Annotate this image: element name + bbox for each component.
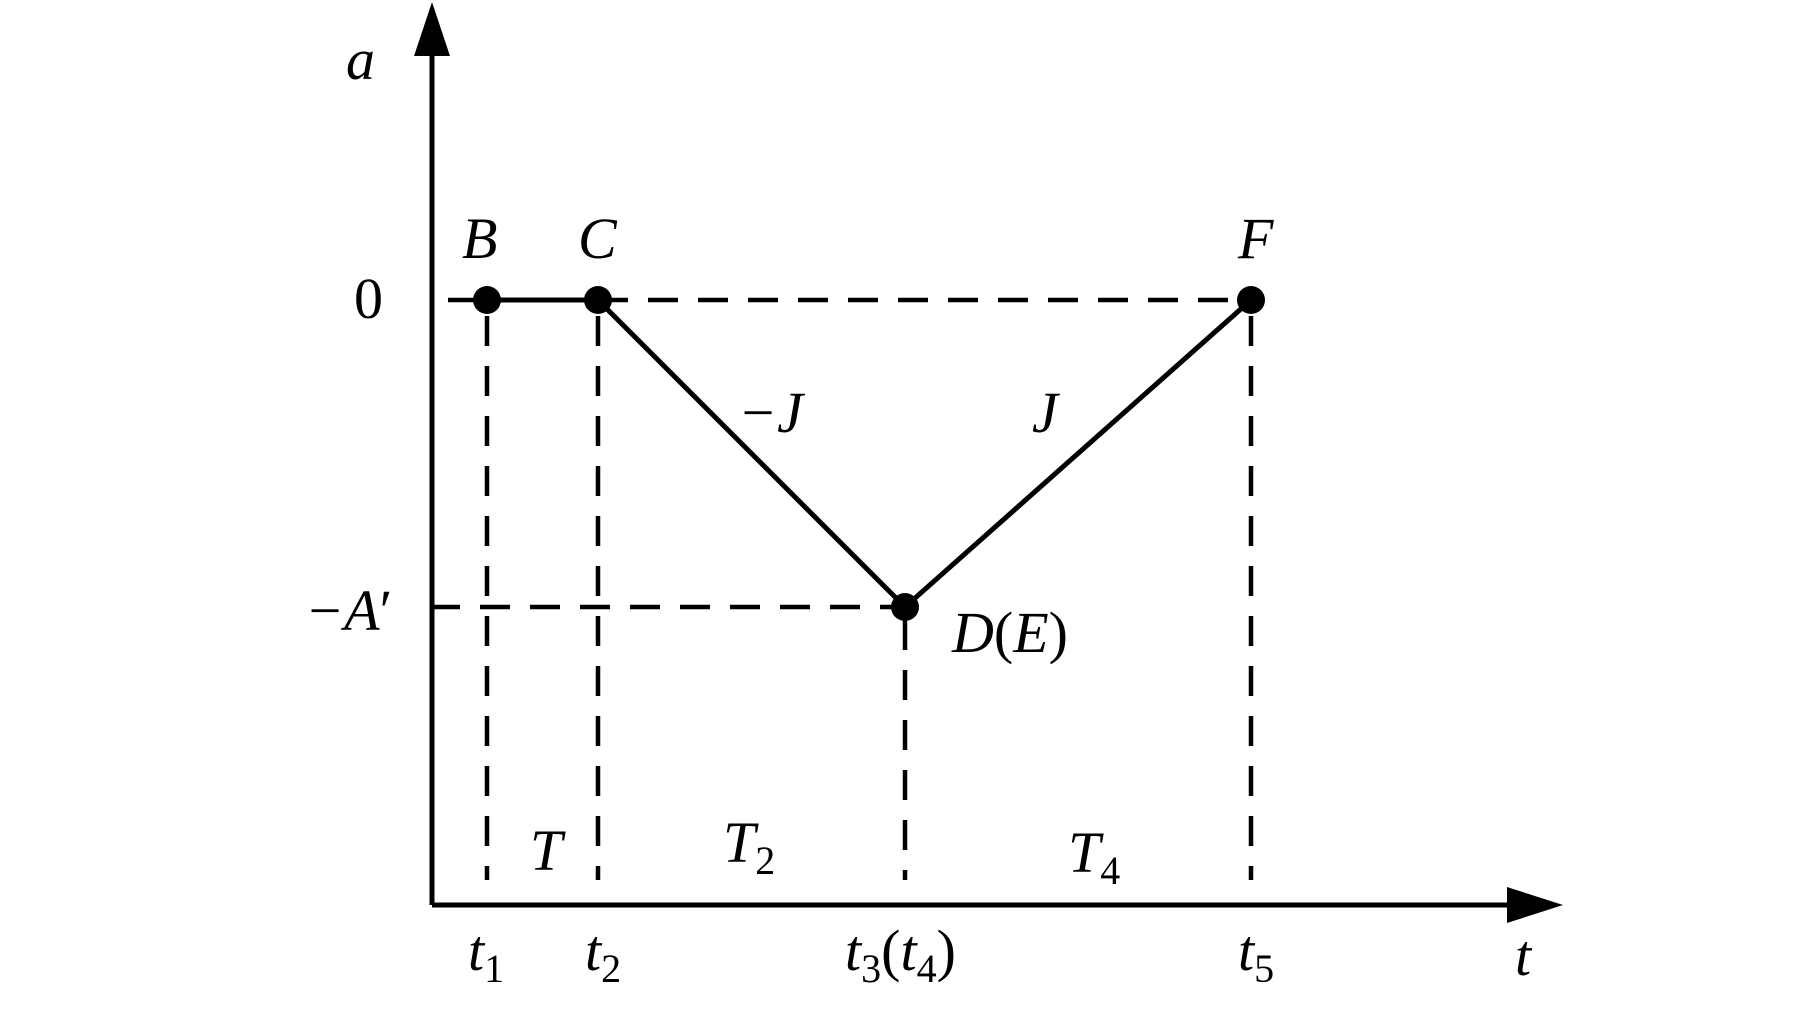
interval-t2-sub: 2: [755, 838, 775, 883]
x-axis-label: t: [1515, 923, 1533, 988]
time-t1-base: t: [468, 918, 486, 983]
slope-up-label: J: [1032, 380, 1061, 445]
time-t3-t4-label: t3(t4): [845, 918, 956, 991]
time-t2-base: t: [585, 918, 603, 983]
time-t1-label: t1: [468, 918, 504, 991]
point-b-marker: [473, 286, 501, 314]
time-t5-sub: 5: [1254, 946, 1274, 991]
y-axis-arrowhead: [414, 2, 450, 56]
slope-down-label: −J: [738, 380, 806, 445]
time-t2-sub: 2: [601, 946, 621, 991]
time-t3-sub: 3: [861, 946, 881, 991]
point-f-marker: [1237, 286, 1265, 314]
point-f-label: F: [1237, 206, 1274, 271]
point-e-letter: E: [1012, 600, 1048, 665]
time-t3-base: t: [845, 918, 863, 983]
time-t5-label: t5: [1238, 918, 1274, 991]
y-tick-zero: 0: [354, 266, 383, 331]
y-axis-label: a: [346, 27, 375, 92]
point-d-letter: D: [951, 600, 994, 665]
point-d-marker: [891, 593, 919, 621]
y-tick-neg-a-prefix: −A: [305, 578, 380, 643]
time-t4-sub: 4: [917, 946, 937, 991]
time-t3-open-paren: (: [881, 918, 900, 983]
point-de-label: D(E): [951, 600, 1068, 665]
interval-t4-label: T4: [1068, 820, 1120, 893]
point-de-close-paren: ): [1049, 600, 1068, 665]
point-b-label: B: [462, 206, 497, 271]
interval-t4-base: T: [1068, 820, 1104, 885]
time-t4-base: t: [900, 918, 918, 983]
interval-t2-base: T: [723, 810, 759, 875]
time-t1-sub: 1: [484, 946, 504, 991]
point-c-marker: [584, 286, 612, 314]
acceleration-profile-line: [487, 297, 1253, 611]
interval-t2-label: T2: [723, 810, 775, 883]
x-axis-arrowhead: [1507, 887, 1563, 923]
time-t5-base: t: [1238, 918, 1256, 983]
time-t2-label: t2: [585, 918, 621, 991]
y-tick-prime: ′: [380, 578, 393, 643]
point-c-label: C: [578, 206, 618, 271]
interval-t4-sub: 4: [1100, 848, 1120, 893]
interval-t-label: T: [530, 818, 566, 883]
point-de-open-paren: (: [994, 600, 1013, 665]
y-tick-neg-a-prime: −A′: [305, 578, 392, 643]
time-t3-close-paren: ): [937, 918, 956, 983]
